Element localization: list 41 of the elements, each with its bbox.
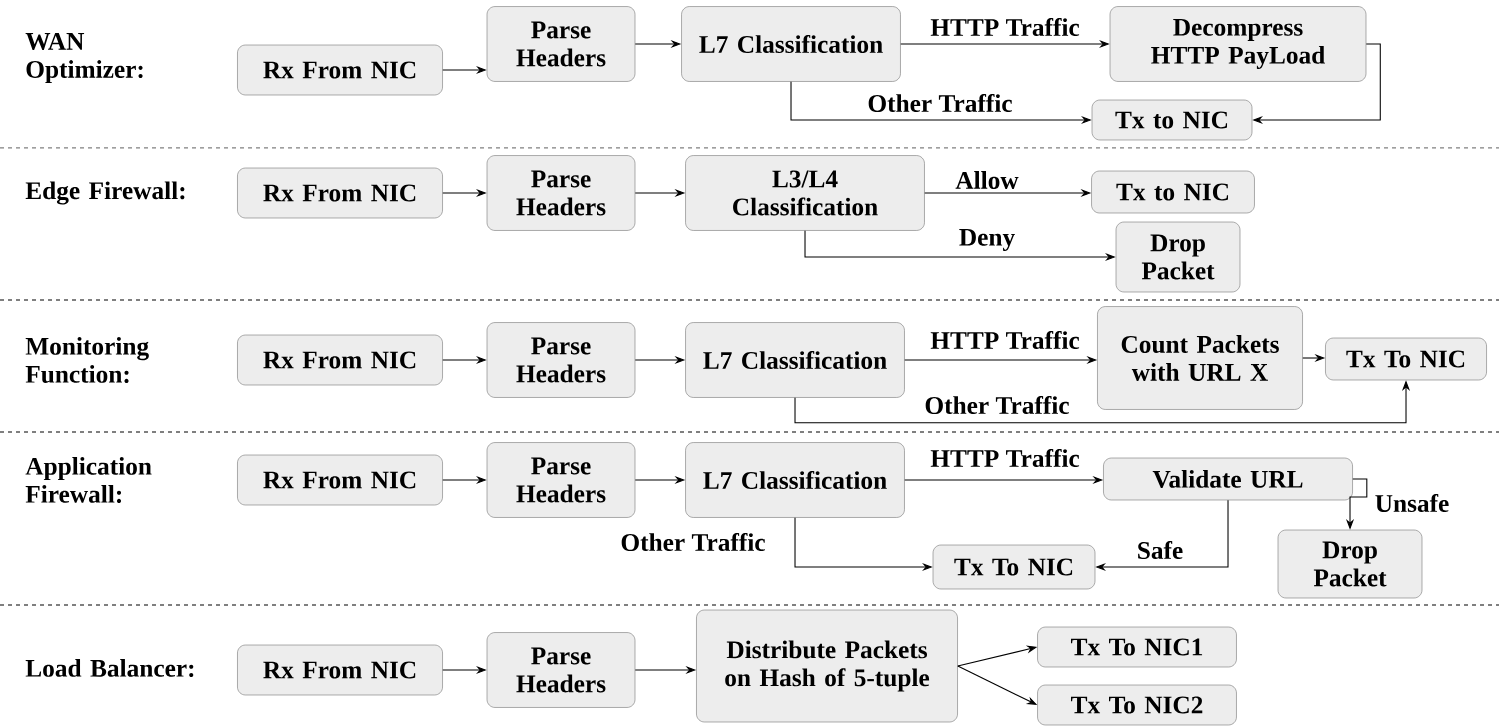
process-box: Parse Headers [486,442,636,518]
process-box: Rx From NIC [237,44,443,96]
edge-label: Allow [955,171,1019,189]
row-title: Monitoring Function: [25,337,149,383]
process-box: L3/L4 Classification [685,155,925,231]
process-box: Tx to NIC [1091,170,1255,214]
process-box: Drop Packet [1277,529,1423,599]
edge-label: Safe [1138,540,1183,560]
process-box: Parse Headers [486,6,636,82]
process-box: Decompress HTTP PayLoad [1109,6,1367,82]
row-title: Edge Firewall: [25,181,185,205]
edge-label: Unsafe [1375,493,1449,513]
process-box: Rx From NIC [237,167,443,219]
edge-label: HTTP Traffic [930,448,1080,468]
edge-label: Other Traffic [621,532,765,552]
process-box: Tx To NIC1 [1037,626,1237,668]
edge-label: Deny [959,229,1015,251]
row-title: Load Balancer: [25,659,194,677]
process-box: Parse Headers [486,155,636,231]
process-box: Parse Headers [486,632,636,708]
process-box: L7 Classification [685,322,905,398]
process-box: Tx To NIC [1325,337,1487,381]
process-box: Parse Headers [486,322,636,398]
edge-label: HTTP Traffic [930,330,1080,350]
process-box: Tx to NIC [1091,99,1253,141]
row-title: Application Firewall: [25,457,152,503]
edge-label: Other Traffic [925,395,1069,415]
process-box: Tx To NIC [932,544,1096,590]
process-box: Rx From NIC [237,644,443,696]
row-title: WAN Optimizer: [25,32,143,84]
edge-label: Other Traffic [868,93,1012,113]
process-box: Tx To NIC2 [1037,684,1237,726]
process-box: L7 Classification [685,442,905,518]
process-box: Count Packets with URL X [1097,306,1303,410]
process-box: Distribute Packets on Hash of 5-tuple [696,609,958,723]
edge-label: HTTP Traffic [930,17,1080,37]
process-box: Drop Packet [1115,221,1241,293]
process-box: L7 Classification [681,6,901,82]
process-box: Validate URL [1103,457,1353,501]
process-box: Rx From NIC [237,334,443,386]
process-box: Rx From NIC [237,454,443,506]
